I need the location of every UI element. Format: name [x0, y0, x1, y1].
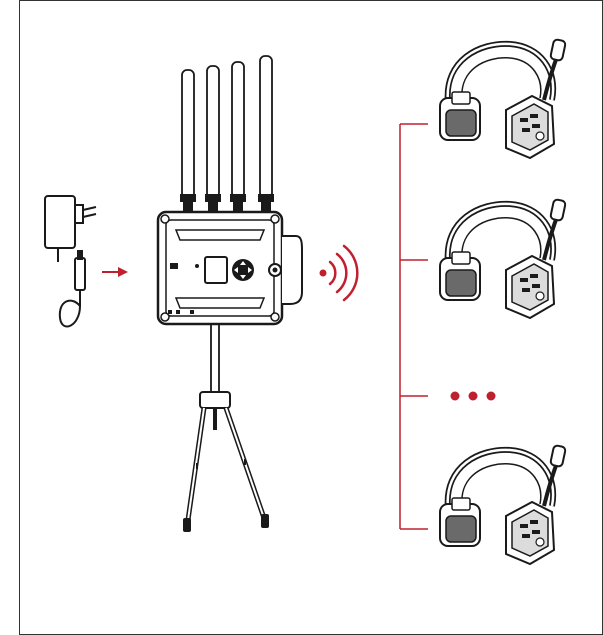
wireless-signal-icon	[319, 244, 359, 302]
power-arrow	[102, 267, 128, 277]
ellipsis-icon	[450, 391, 496, 401]
tripod-icon	[183, 321, 269, 532]
headset-icon	[440, 39, 566, 158]
headset-icon	[440, 199, 566, 318]
distribution-bracket	[399, 123, 428, 530]
base-station-icon	[156, 55, 303, 326]
headset-icon	[440, 445, 566, 564]
power-adapter-icon	[44, 195, 97, 328]
